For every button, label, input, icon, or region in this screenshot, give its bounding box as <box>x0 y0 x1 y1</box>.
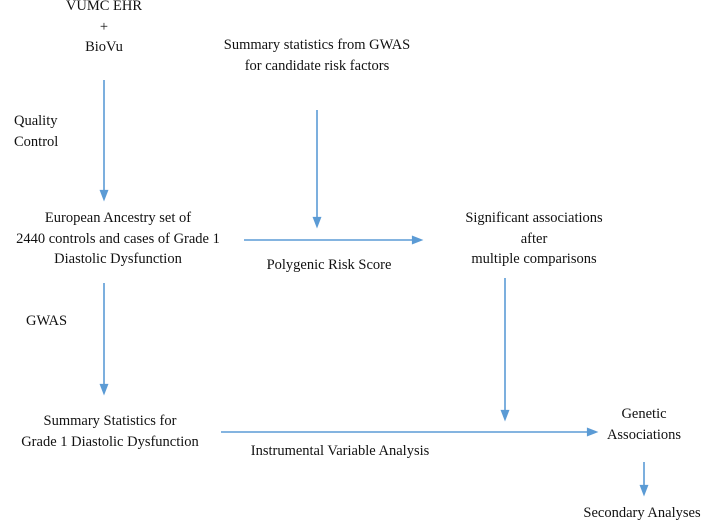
node-secondary-analyses: Secondary Analyses <box>566 503 709 524</box>
node-line: for candidate risk factors <box>244 57 390 74</box>
node-line: multiple comparisons <box>471 251 597 268</box>
edge-label-instrumental-variable-analysis: Instrumental Variable Analysis <box>224 441 456 462</box>
node-line: Genetic <box>621 406 667 422</box>
node-line: 2440 controls and cases of Grade 1 <box>16 230 220 247</box>
node-line: Summary Statistics for <box>43 413 177 429</box>
edge-label-quality-control: Quality Control <box>14 111 92 152</box>
node-line: after <box>520 230 548 247</box>
edge-label-line: Polygenic Risk Score <box>266 257 392 273</box>
node-european-ancestry-set: European Ancestry set of 2440 controls a… <box>0 208 244 270</box>
node-line: Associations <box>606 426 682 443</box>
edge-label-line: Instrumental Variable Analysis <box>250 443 430 459</box>
node-summary-statistics-grade1: Summary Statistics for Grade 1 Diastolic… <box>0 411 224 452</box>
node-line: VUMC EHR <box>65 0 143 14</box>
node-vumc-ehr-biovu: VUMC EHR + BioVu <box>24 0 184 58</box>
node-genetic-associations: Genetic Associations <box>576 404 709 445</box>
node-line: European Ancestry set of <box>44 210 192 226</box>
edge-label-line: Control <box>14 133 59 150</box>
edge-label-gwas: GWAS <box>26 311 86 332</box>
node-significant-associations: Significant associations after multiple … <box>420 208 648 270</box>
edge-label-line: GWAS <box>26 313 68 329</box>
edge-label-polygenic-risk-score: Polygenic Risk Score <box>243 255 415 276</box>
node-line: Summary statistics from GWAS <box>223 37 411 53</box>
node-line: + <box>99 18 109 35</box>
node-line: Diastolic Dysfunction <box>54 251 182 268</box>
node-summary-statistics-gwas: Summary statistics from GWAS for candida… <box>181 35 453 76</box>
node-line: BioVu <box>85 39 123 56</box>
node-line: Secondary Analyses <box>583 505 701 521</box>
edge-label-line: Quality <box>14 113 58 129</box>
node-line: Significant associations <box>465 210 603 226</box>
node-line: Grade 1 Diastolic Dysfunction <box>21 433 199 450</box>
